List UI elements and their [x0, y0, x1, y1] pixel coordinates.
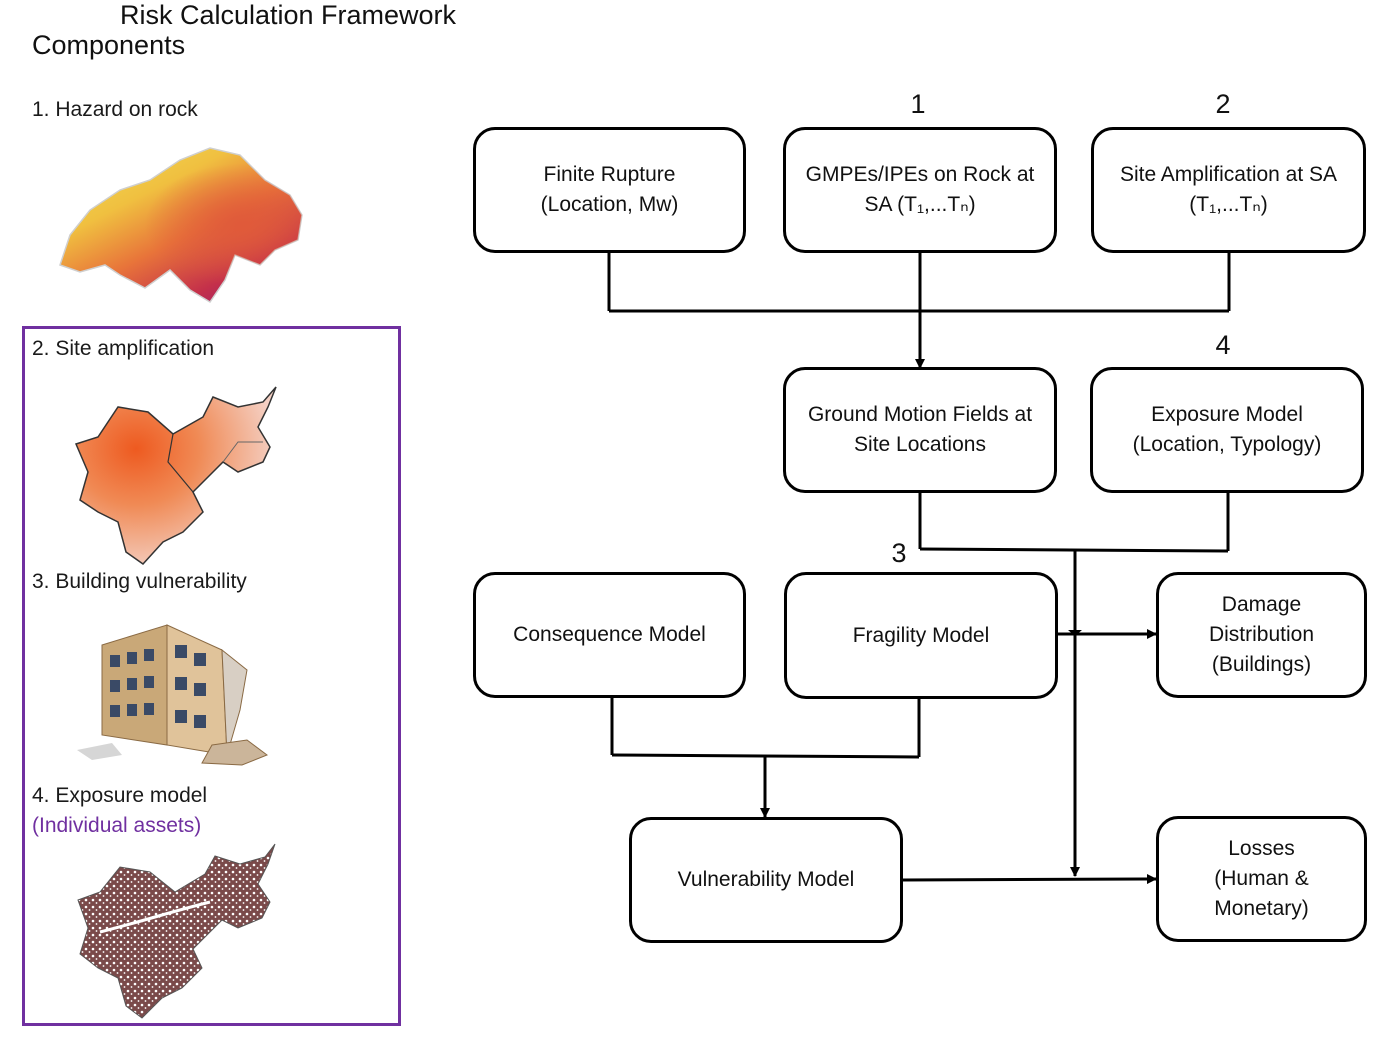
box-fragility-model-label: Fragility Model — [852, 623, 990, 647]
step-number-4: 4 — [1215, 330, 1231, 360]
box-exposure-model: Exposure Model (Location, Typology) — [1090, 367, 1364, 493]
step-number-3: 3 — [891, 538, 907, 568]
box-site-amplification: Site Amplification at SA (T₁,...Tₙ) — [1091, 127, 1366, 253]
box-ground-motion-label: Ground Motion Fields at Site Locations — [807, 403, 1033, 456]
exposure-assets-map-icon — [77, 843, 276, 1019]
connector-vulnerability-to-losses — [902, 874, 1157, 885]
box-finite-rupture: Finite Rupture (Location, Mw) — [473, 127, 746, 253]
component-exposure-sublabel: (Individual assets) — [32, 814, 202, 837]
step-number-2: 2 — [1215, 89, 1231, 119]
box-exposure-model-label: Exposure Model (Location, Typology) — [1132, 403, 1322, 456]
component-hazard-label: 1. Hazard on rock — [32, 98, 198, 121]
framework-title: Risk Calculation Framework — [119, 0, 457, 30]
box-finite-rupture-label: Finite Rupture (Location, Mw) — [540, 163, 679, 216]
damaged-building-icon — [77, 624, 269, 766]
box-ground-motion: Ground Motion Fields at Site Locations — [783, 367, 1057, 493]
box-losses-label: Losses (Human & Monetary) — [1214, 837, 1309, 920]
basel-amplification-map-icon — [74, 386, 277, 565]
box-consequence-model: Consequence Model — [473, 572, 746, 698]
box-vulnerability-model: Vulnerability Model — [629, 817, 903, 943]
switzerland-hazard-map-icon — [59, 147, 303, 304]
step-number-1: 1 — [910, 89, 926, 119]
box-losses: Losses (Human & Monetary) — [1156, 816, 1367, 942]
box-damage-distribution-label: Damage Distribution (Buildings) — [1208, 593, 1315, 676]
component-exposure-label: 4. Exposure model — [32, 784, 208, 807]
selected-components-frame — [22, 326, 401, 1026]
box-gmpe-label: GMPEs/IPEs on Rock at SA (T₁,...Tₙ) — [805, 163, 1035, 216]
connector-trunk-arrowhead — [1068, 630, 1082, 636]
box-site-amplification-label: Site Amplification at SA (T₁,...Tₙ) — [1119, 163, 1338, 216]
component-vulnerability-label: 3. Building vulnerability — [32, 570, 247, 593]
box-vulnerability-model-label: Vulnerability Model — [677, 868, 855, 891]
box-damage-distribution: Damage Distribution (Buildings) — [1156, 572, 1367, 698]
component-site-amp-label: 2. Site amplification — [32, 337, 215, 360]
box-consequence-model-label: Consequence Model — [513, 623, 706, 646]
box-gmpe: GMPEs/IPEs on Rock at SA (T₁,...Tₙ) — [783, 127, 1057, 253]
components-title: Components — [32, 30, 186, 60]
box-fragility-model: Fragility Model — [784, 572, 1058, 699]
